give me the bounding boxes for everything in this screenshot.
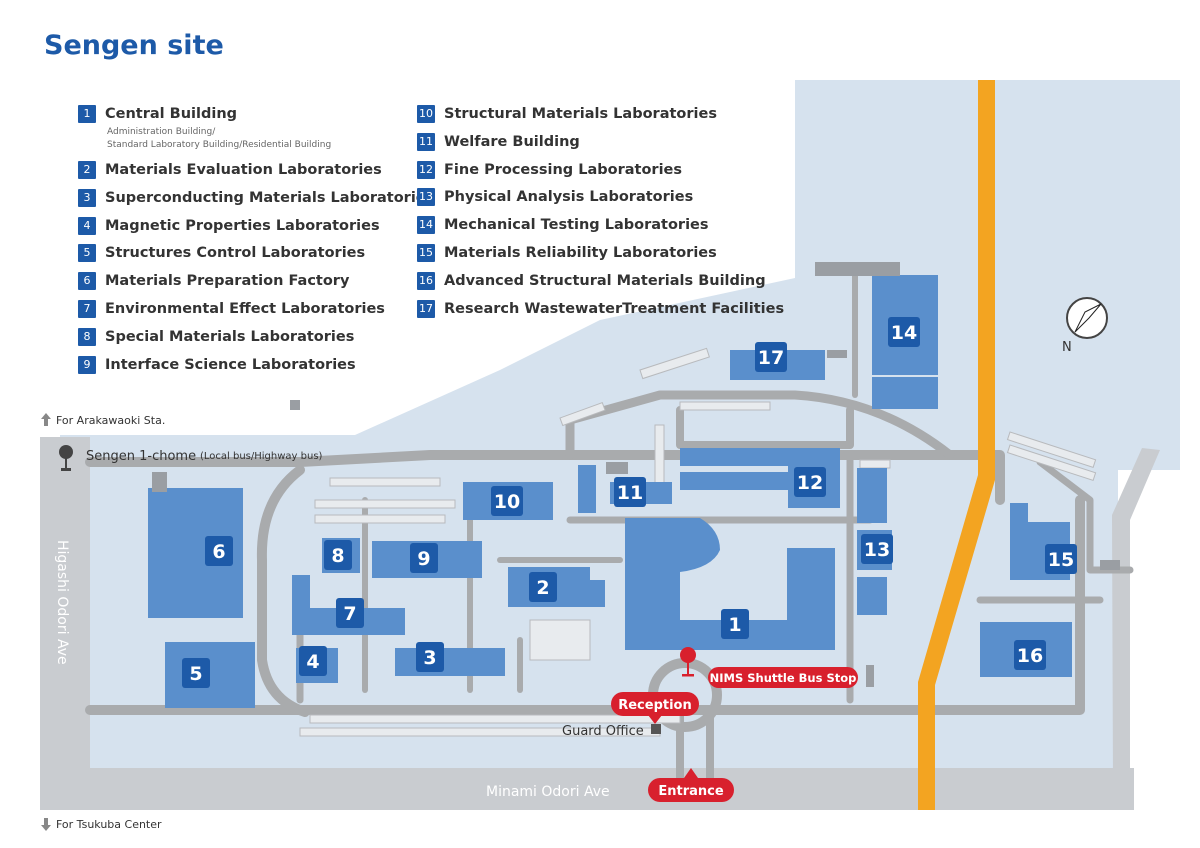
building-number: 13 — [864, 539, 890, 561]
building-14b — [872, 377, 938, 409]
entrance-label: Entrance — [658, 784, 723, 799]
building-badge — [182, 658, 210, 688]
minami-odori-road — [40, 768, 1134, 810]
building-badge — [861, 534, 893, 564]
building-badge — [491, 486, 523, 516]
legend-left: 1 Central Building Administration Buildin… — [78, 104, 434, 382]
shuttle-stop-callout — [708, 667, 858, 688]
building-number: 11 — [617, 482, 643, 504]
building-badge — [336, 598, 364, 628]
river — [918, 80, 995, 810]
building-number: 7 — [343, 603, 356, 625]
shuttle-stop-pin-icon — [680, 647, 696, 677]
legend-label: Central Building — [105, 106, 238, 122]
bus-stop-type: (Local bus/Highway bus) — [200, 451, 323, 462]
entrance-callout — [648, 778, 734, 802]
building-badge — [1014, 640, 1046, 670]
up-arrow-icon — [41, 413, 51, 426]
building-7 — [292, 575, 405, 635]
building-number: 14 — [891, 322, 917, 344]
building-badge — [755, 342, 787, 372]
building-badge — [794, 467, 826, 497]
east-road — [1112, 448, 1160, 785]
building-number: 2 — [536, 577, 549, 599]
building-badge — [324, 540, 352, 570]
building-number: 10 — [494, 491, 520, 513]
reception-callout — [611, 692, 699, 716]
page-title: Sengen site — [44, 30, 224, 61]
building-badge — [614, 477, 646, 507]
building-number: 15 — [1048, 549, 1074, 571]
legend-item: 1 Central Building Administration Buildin… — [78, 104, 434, 160]
building-badge — [1045, 544, 1077, 574]
building-number: 9 — [417, 548, 430, 570]
for-arakawaoki-label: For Arakawaoki Sta. — [56, 414, 165, 427]
bus-stop-name: Sengen 1-chome — [86, 449, 196, 464]
building-number: 8 — [331, 545, 344, 567]
shuttle-stop-label: NIMS Shuttle Bus Stop — [710, 671, 857, 685]
bus-stop-icon — [59, 445, 73, 471]
legend-sublabel: Administration Building/Standard Laborat… — [107, 127, 332, 150]
parking-areas — [299, 347, 1097, 737]
building-1 — [625, 518, 835, 650]
north-arrow-icon — [1066, 297, 1108, 339]
building-badge — [888, 317, 920, 347]
building-13c — [857, 577, 887, 615]
building-badge — [410, 543, 438, 573]
building-badge — [529, 572, 557, 602]
building-3 — [395, 648, 505, 676]
building-11 — [578, 465, 596, 513]
building-number: 16 — [1017, 645, 1043, 667]
for-tsukuba-label: For Tsukuba Center — [56, 818, 162, 831]
building-badge — [721, 609, 749, 639]
down-arrow-icon — [41, 818, 51, 831]
higashi-odori-road — [40, 437, 90, 810]
building-badge — [299, 646, 327, 676]
north-label: N — [1062, 340, 1072, 355]
minami-odori-label: Minami Odori Ave — [486, 784, 610, 800]
building-13 — [857, 468, 887, 523]
higashi-odori-label: Higashi Odori Ave — [54, 540, 70, 665]
guard-office-icon — [651, 724, 661, 734]
auxiliary-structures — [152, 262, 1120, 687]
building-number: 12 — [797, 472, 823, 494]
building-number: 1 — [728, 614, 741, 636]
building-12 — [680, 448, 840, 466]
guard-office-label: Guard Office — [562, 724, 644, 739]
building-number: 4 — [306, 651, 319, 673]
building-number: 3 — [423, 647, 436, 669]
building-badge — [416, 642, 444, 672]
legend-number: 1 — [78, 105, 96, 123]
building-number: 17 — [758, 347, 784, 369]
building-badge — [205, 536, 233, 566]
building-1-wing — [787, 548, 835, 620]
internal-paths — [85, 267, 1134, 784]
building-number: 6 — [212, 541, 225, 563]
building-number: 5 — [189, 663, 202, 685]
reception-label: Reception — [618, 698, 692, 713]
